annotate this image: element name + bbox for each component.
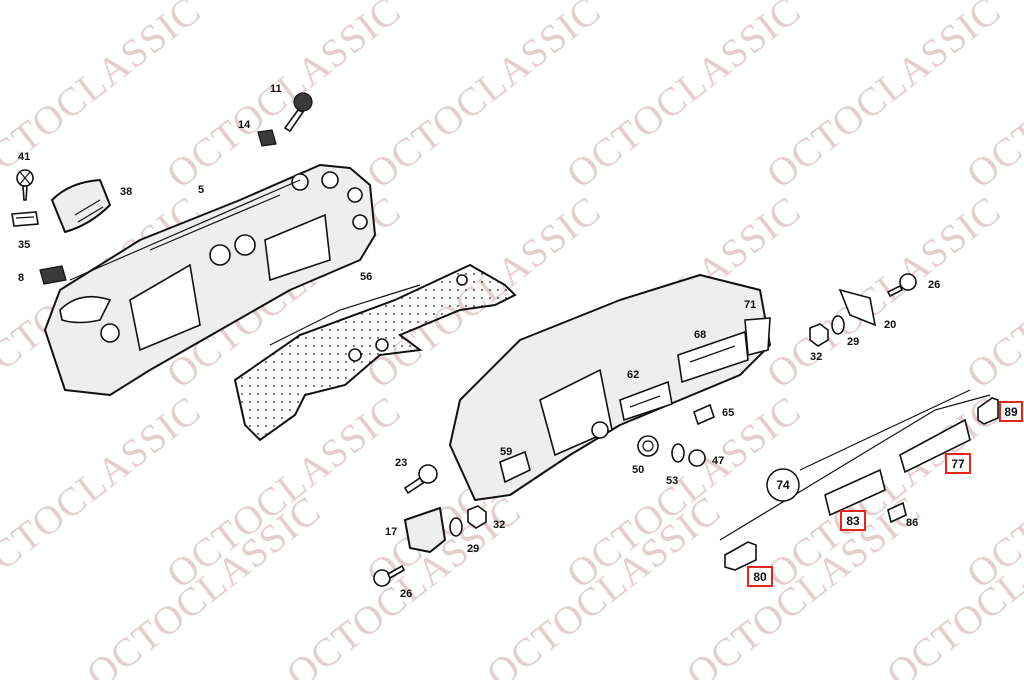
part-65-clip: [693, 403, 715, 426]
label-53: 53: [666, 475, 678, 487]
part-29-washer-right: [831, 315, 845, 335]
part-32-nut-right: [809, 323, 829, 347]
part-11-screw: [283, 92, 313, 133]
part-80-end-cap: [724, 541, 757, 571]
part-5-dashboard-frame: [44, 164, 376, 396]
label-80: 80: [753, 570, 767, 584]
part-59-vent: [499, 450, 531, 484]
label-29-left: 29: [467, 543, 479, 555]
part-62-trim: [619, 380, 673, 422]
part-26-bolt-left: [373, 564, 406, 587]
label-71: 71: [744, 299, 756, 311]
label-32-left: 32: [493, 519, 505, 531]
part-56-insulation-mat: [233, 263, 517, 442]
part-17-bracket: [404, 507, 446, 553]
part-35-clip: [11, 211, 39, 227]
part-41-screw: [16, 169, 34, 201]
label-17: 17: [385, 526, 397, 538]
label-23: 23: [395, 457, 407, 469]
label-56: 56: [360, 271, 372, 283]
label-32-right: 32: [810, 351, 822, 363]
label-77: 77: [951, 457, 965, 471]
part-23-bolt: [403, 464, 438, 495]
part-83-trim: [824, 468, 886, 517]
label-89: 89: [1004, 405, 1018, 419]
label-35: 35: [18, 239, 30, 251]
label-38: 38: [120, 186, 132, 198]
highlight-89: 89: [999, 401, 1023, 422]
part-86-clip: [887, 501, 907, 524]
label-65: 65: [722, 407, 734, 419]
part-71-padded-top: [449, 274, 771, 501]
label-62: 62: [627, 369, 639, 381]
label-47: 47: [712, 455, 724, 467]
part-14-clip: [257, 129, 277, 147]
part-29-washer-left: [449, 517, 463, 537]
part-26-bolt-right: [886, 273, 917, 298]
label-11: 11: [270, 83, 282, 95]
highlight-83: 83: [840, 510, 866, 531]
label-26-left: 26: [400, 588, 412, 600]
label-5: 5: [198, 184, 204, 196]
part-50-ring: [637, 435, 659, 457]
label-8: 8: [18, 272, 24, 284]
part-20-bracket: [838, 288, 877, 327]
part-89-end-cap: [977, 397, 999, 425]
label-50: 50: [632, 464, 644, 476]
labels-layer: 11 14 41 38 5 35 8 56 71 68 62 65 59 50 …: [18, 83, 940, 600]
part-53-washer: [671, 443, 685, 463]
label-83: 83: [846, 514, 860, 528]
label-41: 41: [18, 151, 30, 163]
part-8-clip: [39, 265, 67, 285]
highlight-77: 77: [945, 453, 971, 474]
label-20: 20: [884, 319, 896, 331]
part-77-trim: [899, 418, 971, 474]
part-38-cover: [51, 179, 111, 233]
callout-74: 74: [766, 468, 800, 502]
label-74: 74: [776, 478, 790, 492]
part-68-trim: [677, 330, 749, 384]
label-29-right: 29: [847, 336, 859, 348]
label-14: 14: [238, 119, 251, 131]
label-26-right: 26: [928, 279, 940, 291]
part-47-nut: [688, 449, 706, 467]
part-32-nut-left: [467, 505, 487, 529]
highlight-80: 80: [747, 566, 773, 587]
label-86: 86: [906, 517, 918, 529]
label-68: 68: [694, 329, 706, 341]
label-59: 59: [500, 446, 512, 458]
